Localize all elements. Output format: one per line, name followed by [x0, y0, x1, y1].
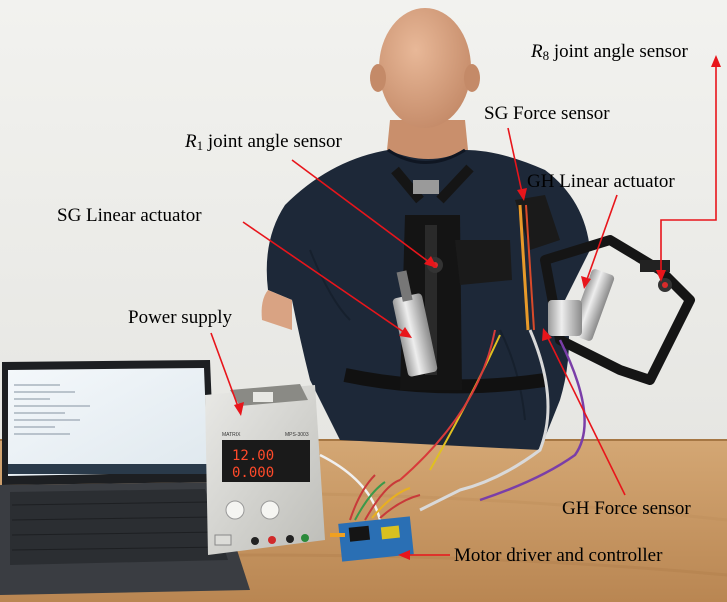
- r8-symbol: R: [531, 41, 543, 62]
- r1-symbol: R: [185, 131, 197, 152]
- r1-text: joint angle sensor: [203, 131, 342, 152]
- arrow-gh-linear-actuator: [584, 194, 618, 286]
- psu-current-readout: 0.000: [232, 465, 274, 481]
- label-r8-joint-angle-sensor: R8 joint angle sensor: [531, 41, 688, 67]
- label-sg-linear-actuator: SG Linear actuator: [57, 205, 202, 226]
- power-supply-display: [222, 440, 310, 482]
- arrow-gh-force-sensor: [544, 331, 626, 496]
- label-sg-force-sensor: SG Force sensor: [484, 103, 610, 124]
- arrowheads: [234, 55, 721, 560]
- r8-subscript: 8: [542, 48, 550, 63]
- r1-subscript: 1: [196, 138, 204, 153]
- psu-model: MPS-3003: [285, 432, 309, 438]
- harness-strap-right: [436, 164, 474, 204]
- laptop-screen: [8, 368, 208, 476]
- harness-strap-left: [391, 166, 424, 204]
- arrow-sg-linear-actuator: [242, 221, 409, 336]
- psu-voltage-readout: 12.00: [232, 448, 274, 464]
- psu-brand: MATRIX: [222, 432, 241, 438]
- gh-mechanism: [540, 235, 695, 385]
- cable-bundle: [419, 329, 550, 512]
- arrow-r1-sensor: [291, 159, 434, 266]
- label-motor-driver-controller: Motor driver and controller: [454, 545, 663, 566]
- label-gh-linear-actuator: GH Linear actuator: [527, 171, 675, 192]
- label-power-supply: Power supply: [128, 307, 232, 328]
- label-r1-joint-angle-sensor: R1 joint angle sensor: [185, 131, 342, 157]
- psu-knob-right: [260, 500, 280, 520]
- arrow-sg-force-sensor: [507, 127, 524, 198]
- sg-linear-actuator: [392, 293, 438, 377]
- arrow-r8-sensor: [660, 65, 717, 278]
- r8-text: joint angle sensor: [549, 41, 688, 62]
- mannequin-head: [379, 8, 471, 128]
- arrow-power-supply: [210, 332, 241, 413]
- psu-knob-left: [225, 500, 245, 520]
- label-gh-force-sensor: GH Force sensor: [562, 498, 691, 519]
- annotation-arrows: [210, 65, 717, 556]
